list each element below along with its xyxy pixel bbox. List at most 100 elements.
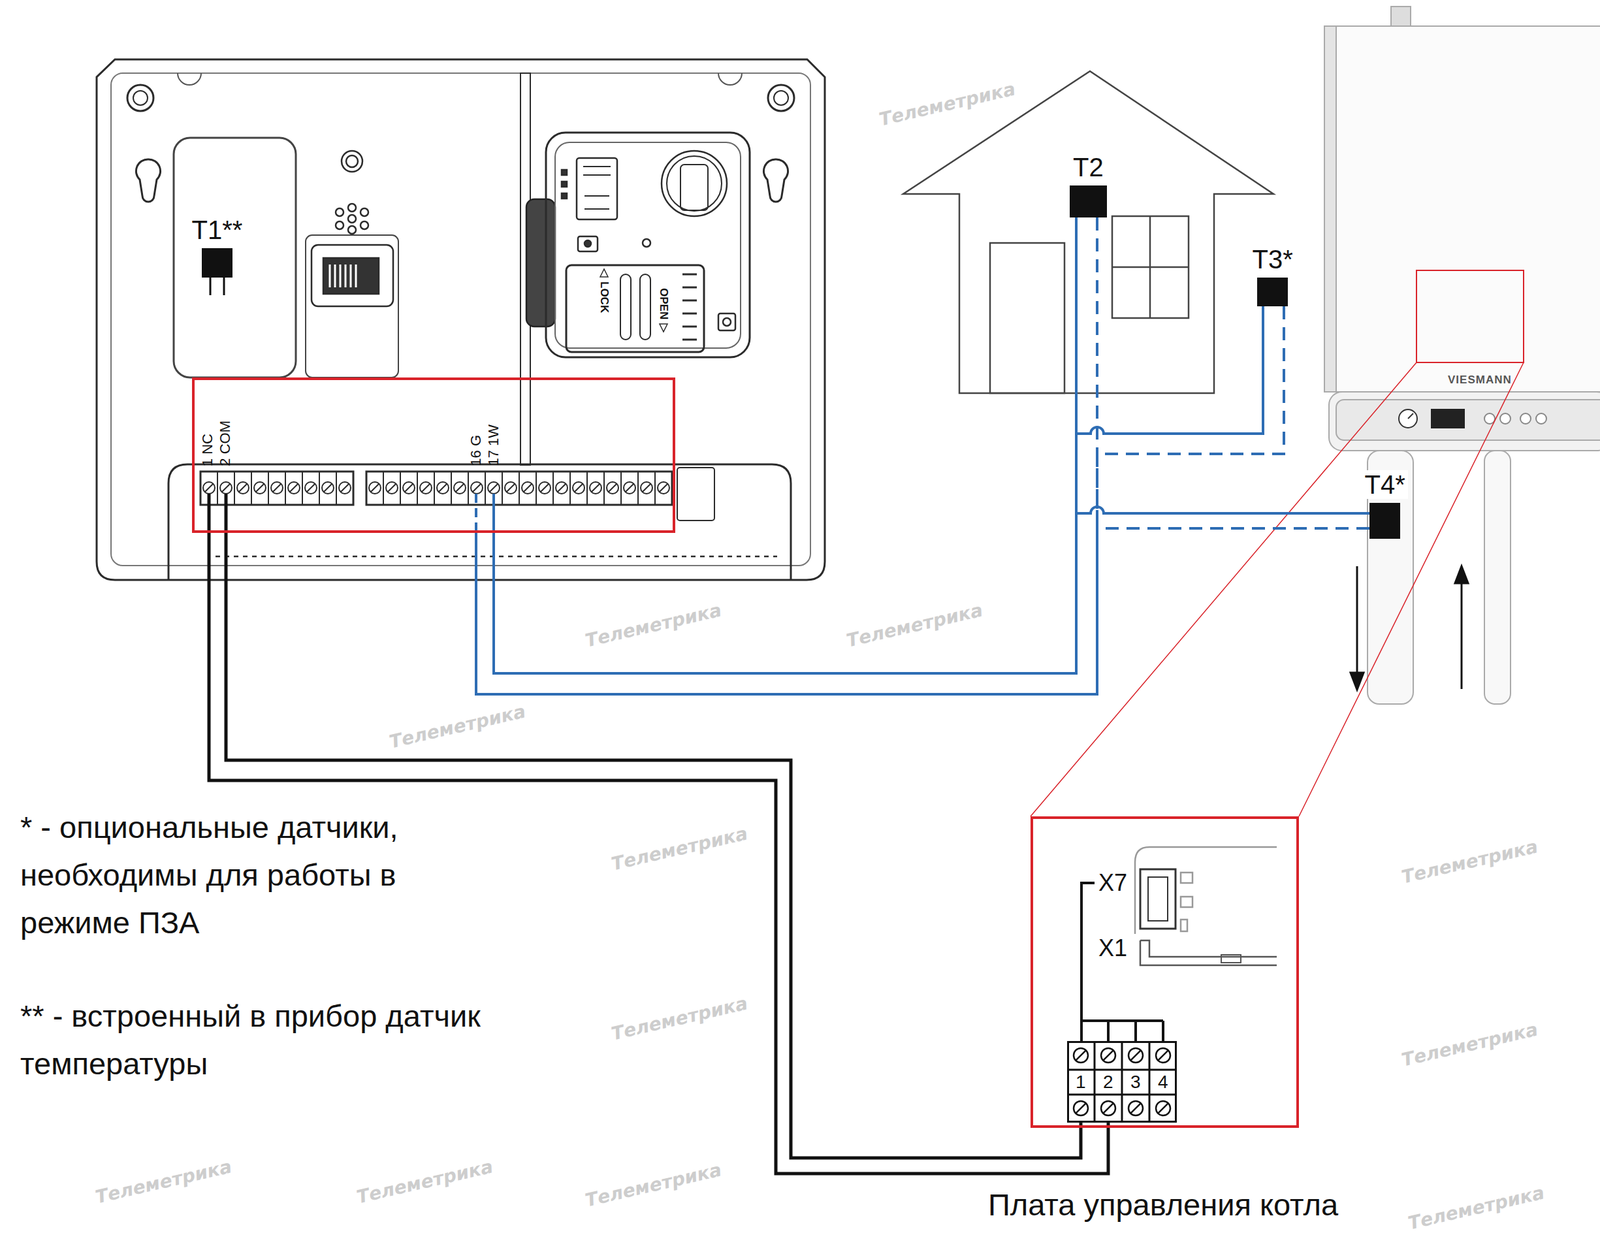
controller-details: [545, 132, 750, 358]
controller-housing: [96, 59, 825, 580]
terminal-block-cells: [1073, 1101, 1088, 1116]
terminal-strip: [421, 483, 431, 493]
terminal-strip: [404, 483, 414, 493]
watermark: Телеметрика: [844, 599, 985, 652]
flow-arrows: [1350, 672, 1364, 690]
terminal-strip: [402, 481, 415, 494]
terminal-block-cells: [1073, 1048, 1171, 1116]
terminal-strip: [323, 483, 333, 493]
wire-stubs: [208, 493, 226, 533]
controller-details: [311, 132, 750, 358]
controller-details: [561, 193, 567, 199]
terminal-strip: [659, 483, 669, 493]
controller-details: [555, 142, 741, 349]
boiler-board: [1180, 872, 1193, 883]
controller-details: [360, 221, 369, 230]
boiler-board: [1180, 896, 1193, 908]
terminal-block-cells: [1075, 1050, 1086, 1060]
controller-housing: [305, 235, 399, 378]
wire: [476, 217, 1098, 695]
watermark: Телеметрика: [93, 1155, 234, 1208]
terminal-strip: [572, 481, 585, 494]
terminal-strip: [470, 481, 483, 494]
terminal-strip: [620, 471, 622, 505]
flow-arrows: [1350, 566, 1469, 690]
terminal-block-cells: [1128, 1048, 1143, 1063]
terminal-strip: [487, 481, 500, 494]
terminal-block-cells: [1130, 1103, 1141, 1113]
controller-details: [335, 221, 344, 230]
watermark: Телеметрика: [1399, 835, 1540, 888]
terminal-strip: [301, 471, 304, 505]
sensor-legs: [210, 277, 224, 296]
controller-details: [323, 257, 379, 294]
watermark: Телеметрика: [1399, 1018, 1540, 1071]
watermark: Телеметрика: [583, 1159, 724, 1211]
terminal-strip: [501, 471, 503, 505]
terminal-strip: [239, 483, 248, 493]
terminal-strip: [589, 481, 602, 494]
terminal-strip: [518, 471, 520, 505]
boiler: [1324, 6, 1600, 704]
temperature-sensor: T3*: [1257, 277, 1288, 307]
boiler-board: [1180, 919, 1188, 932]
controller-details: [640, 274, 651, 340]
terminal-strip: [654, 471, 656, 505]
terminal-strip: [335, 471, 337, 505]
terminal-strip: [489, 483, 499, 493]
terminal-block-cells: [1101, 1101, 1116, 1116]
sensor-label: T4*: [1362, 470, 1408, 499]
watermark: Телеметрика: [609, 992, 750, 1045]
wire-connector: [476, 506, 1370, 695]
zoom-indicator: [1416, 270, 1524, 363]
boiler-board: [1148, 877, 1168, 921]
terminal-strip: [623, 481, 636, 494]
terminal-strip: [321, 481, 334, 494]
sim-marking: OPEN: [658, 288, 670, 320]
controller-details: [718, 313, 736, 331]
terminal-strip: [222, 483, 231, 493]
controller-details: [642, 239, 651, 247]
footnote: * - опциональные датчики, необходимы для…: [20, 803, 478, 947]
boiler: [1324, 26, 1337, 392]
terminal-strip: [603, 471, 605, 505]
wire: [225, 532, 1081, 1158]
terminal-block-cells: [1130, 1050, 1141, 1060]
controller-details: [346, 155, 358, 168]
terminal-strip: [304, 481, 317, 494]
boiler-board: [1221, 954, 1241, 963]
house: [903, 71, 1274, 394]
controller-details: [348, 225, 356, 234]
temperature-sensor: T4*: [1369, 502, 1401, 539]
controller-housing: [96, 59, 825, 580]
terminal-strip: [484, 471, 486, 505]
terminal-block-cells: [1073, 1048, 1088, 1063]
controller-details: [348, 203, 356, 212]
sensor-label: T1**: [189, 215, 246, 245]
house: [903, 71, 1274, 394]
terminal-strip: [267, 471, 270, 505]
footnote: ** - встроенный в прибор датчик температ…: [20, 992, 595, 1088]
terminal-strip: [455, 483, 465, 493]
controller-details: [360, 208, 369, 217]
wire-connector: [208, 532, 1109, 1174]
controller-housing: [135, 159, 160, 202]
controller-details: [666, 156, 722, 211]
boiler: [1336, 399, 1600, 441]
controller-details: [576, 158, 618, 220]
terminal-number: 3: [1130, 1072, 1141, 1093]
watermark: Телеметрика: [609, 822, 750, 875]
terminal-strip: [284, 471, 287, 505]
terminal-number: 2: [1103, 1072, 1114, 1093]
terminal-strip: [472, 483, 482, 493]
controller-details: [566, 265, 704, 352]
terminal-strip: [399, 471, 401, 505]
controller-housing: [127, 84, 154, 112]
terminal-strip: [637, 471, 639, 505]
terminal-strip: [289, 483, 299, 493]
sensor-legs: [210, 277, 224, 296]
connector-label: X1: [1098, 935, 1128, 962]
terminal-strip: [523, 483, 533, 493]
terminal-block-cells: [1157, 1050, 1168, 1060]
